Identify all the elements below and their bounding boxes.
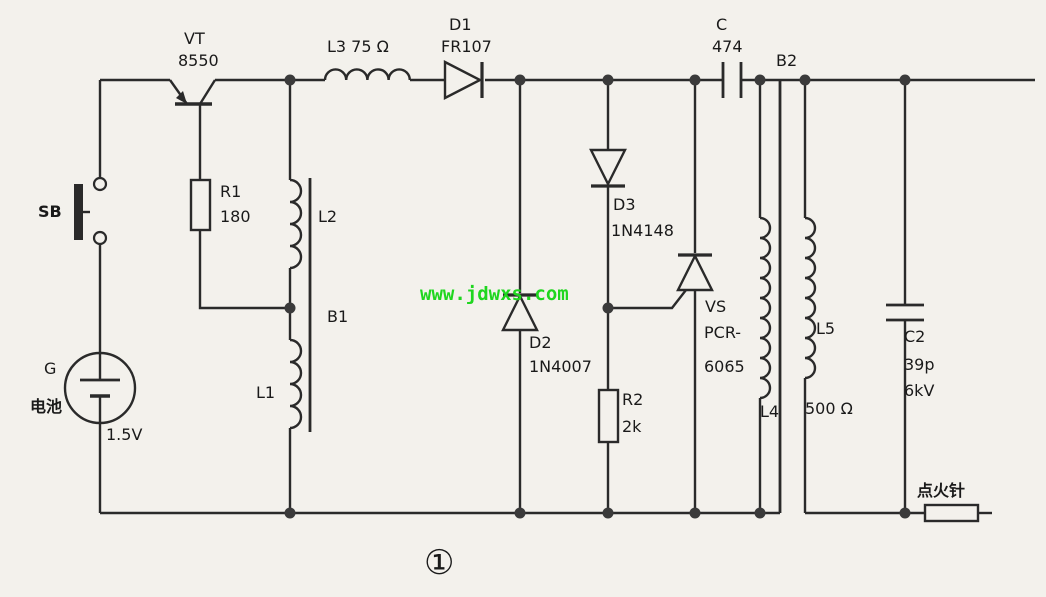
transformer-b2 <box>758 80 817 513</box>
label-vt-model: 8550 <box>178 51 219 70</box>
scr-vs <box>608 80 714 513</box>
label-r2-value: 2k <box>622 417 642 436</box>
watermark-text: www.jdwxs.com <box>420 283 569 305</box>
label-d3: D3 <box>613 195 636 214</box>
label-vs: VS <box>705 297 726 316</box>
label-l5: L5 <box>816 319 835 338</box>
capacitor-c2 <box>886 80 924 513</box>
resistor-r1 <box>189 178 290 310</box>
label-c2-voltage: 6kV <box>904 381 934 400</box>
label-battery: 电池 <box>30 397 62 416</box>
label-g: G <box>44 359 56 378</box>
push-switch-sb <box>74 80 108 353</box>
label-l1: L1 <box>256 383 275 402</box>
label-r2: R2 <box>622 390 643 409</box>
figure-number: ① <box>424 543 454 583</box>
label-d1-model: FR107 <box>441 37 492 56</box>
diode-d2 <box>501 80 539 513</box>
label-ignition-pin: 点火针 <box>917 481 965 500</box>
transformer-b1 <box>288 80 312 513</box>
label-d2-model: 1N4007 <box>529 357 592 376</box>
label-l4: L4 <box>760 402 779 421</box>
label-d3-model: 1N4148 <box>611 221 674 240</box>
label-b2: B2 <box>776 51 797 70</box>
diode-d3 <box>589 80 627 390</box>
label-d2: D2 <box>529 333 552 352</box>
label-l3: L3 75 Ω <box>327 37 389 56</box>
label-vs-model-2: 6065 <box>704 357 745 376</box>
resistor-r2 <box>597 388 620 513</box>
ignition-pin <box>923 503 980 523</box>
label-c-value: 474 <box>712 37 743 56</box>
label-c2: C2 <box>904 327 925 346</box>
label-battery-voltage: 1.5V <box>106 425 142 444</box>
junction-dots <box>284 74 911 519</box>
label-r1-value: 180 <box>220 207 251 226</box>
label-b1: B1 <box>327 307 348 326</box>
label-r1: R1 <box>220 182 241 201</box>
label-vs-model-1: PCR- <box>704 323 741 342</box>
label-c: C <box>716 15 727 34</box>
label-l2: L2 <box>318 207 337 226</box>
transistor-vt <box>169 79 217 180</box>
label-vt: VT <box>184 29 205 48</box>
inductor-l3 <box>323 68 411 81</box>
battery-g <box>63 351 137 513</box>
diode-d1 <box>443 60 484 100</box>
label-l5-value: 500 Ω <box>805 399 853 418</box>
capacitor-c <box>721 62 743 98</box>
label-c2-value: 39p <box>904 355 935 374</box>
label-d1: D1 <box>449 15 472 34</box>
label-sb: SB <box>38 202 62 221</box>
